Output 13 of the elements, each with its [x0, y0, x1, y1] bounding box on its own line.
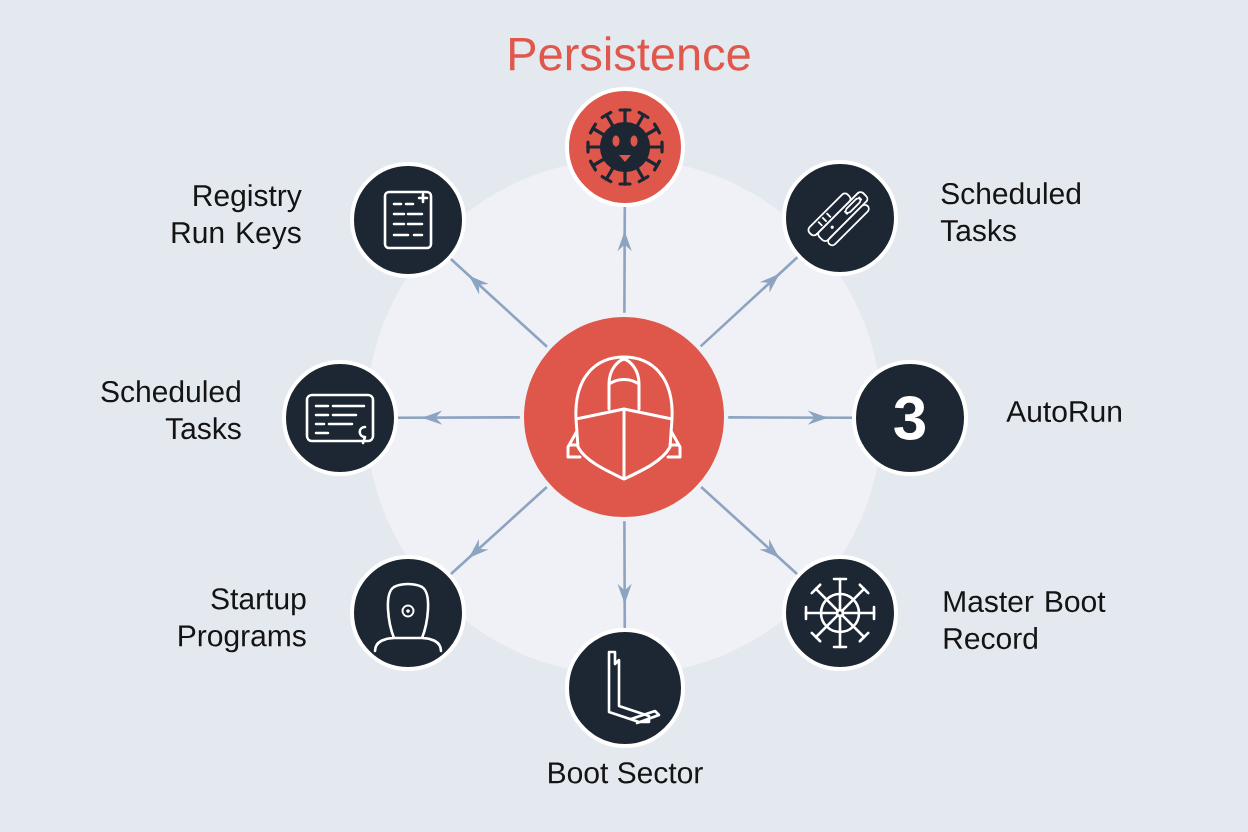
circle-node — [524, 317, 724, 517]
title: Persistence — [510, 36, 750, 71]
node-label: Scheduled Tasks — [940, 182, 1081, 242]
node-label: Master Boot Record — [944, 591, 1106, 650]
arrow — [450, 486, 548, 575]
node-label: Registry Run Keys — [172, 184, 302, 250]
node-label: Scheduled Tasks — [101, 380, 241, 440]
arrow — [450, 258, 548, 348]
node-label: Boot Sector — [549, 762, 703, 784]
arrow — [699, 256, 799, 348]
arrow — [700, 486, 798, 575]
node-label: AutoRun — [1006, 401, 1121, 423]
node-label: Startup Programs — [179, 588, 306, 653]
